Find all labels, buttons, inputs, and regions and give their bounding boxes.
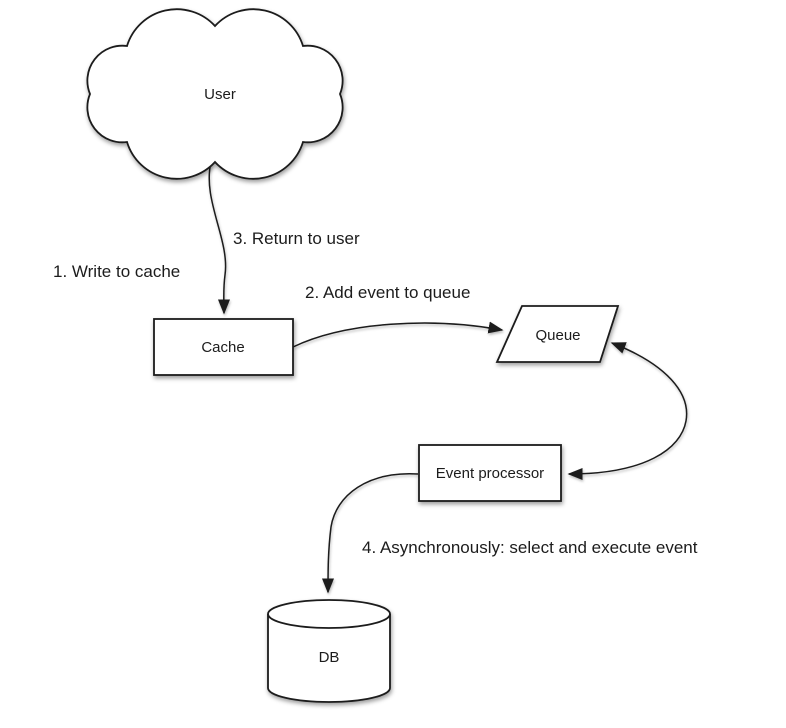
- label-step-4: 4. Asynchronously: select and execute ev…: [362, 538, 698, 557]
- label-step-3: 3. Return to user: [233, 229, 360, 248]
- event-processor-box: [418, 444, 562, 502]
- label-step-2: 2. Add event to queue: [305, 283, 470, 302]
- db-cylinder-body: [267, 614, 391, 703]
- arrow-user-cache: [208, 161, 230, 315]
- arrow-queue-event-processor: [567, 342, 688, 480]
- cache-label: Cache: [201, 339, 244, 356]
- user-label: User: [204, 86, 236, 103]
- db-label: DB: [319, 649, 340, 666]
- cache-box: [153, 318, 294, 376]
- arrow-cache-queue: [292, 321, 504, 348]
- queue-parallelogram: [495, 305, 620, 363]
- user-cloud: [86, 8, 344, 180]
- event-processor-label: Event processor: [436, 465, 544, 482]
- db-cylinder-top: [267, 599, 391, 629]
- label-step-1: 1. Write to cache: [53, 262, 180, 281]
- queue-label: Queue: [535, 327, 580, 344]
- arrow-event-processor-db: [322, 473, 419, 594]
